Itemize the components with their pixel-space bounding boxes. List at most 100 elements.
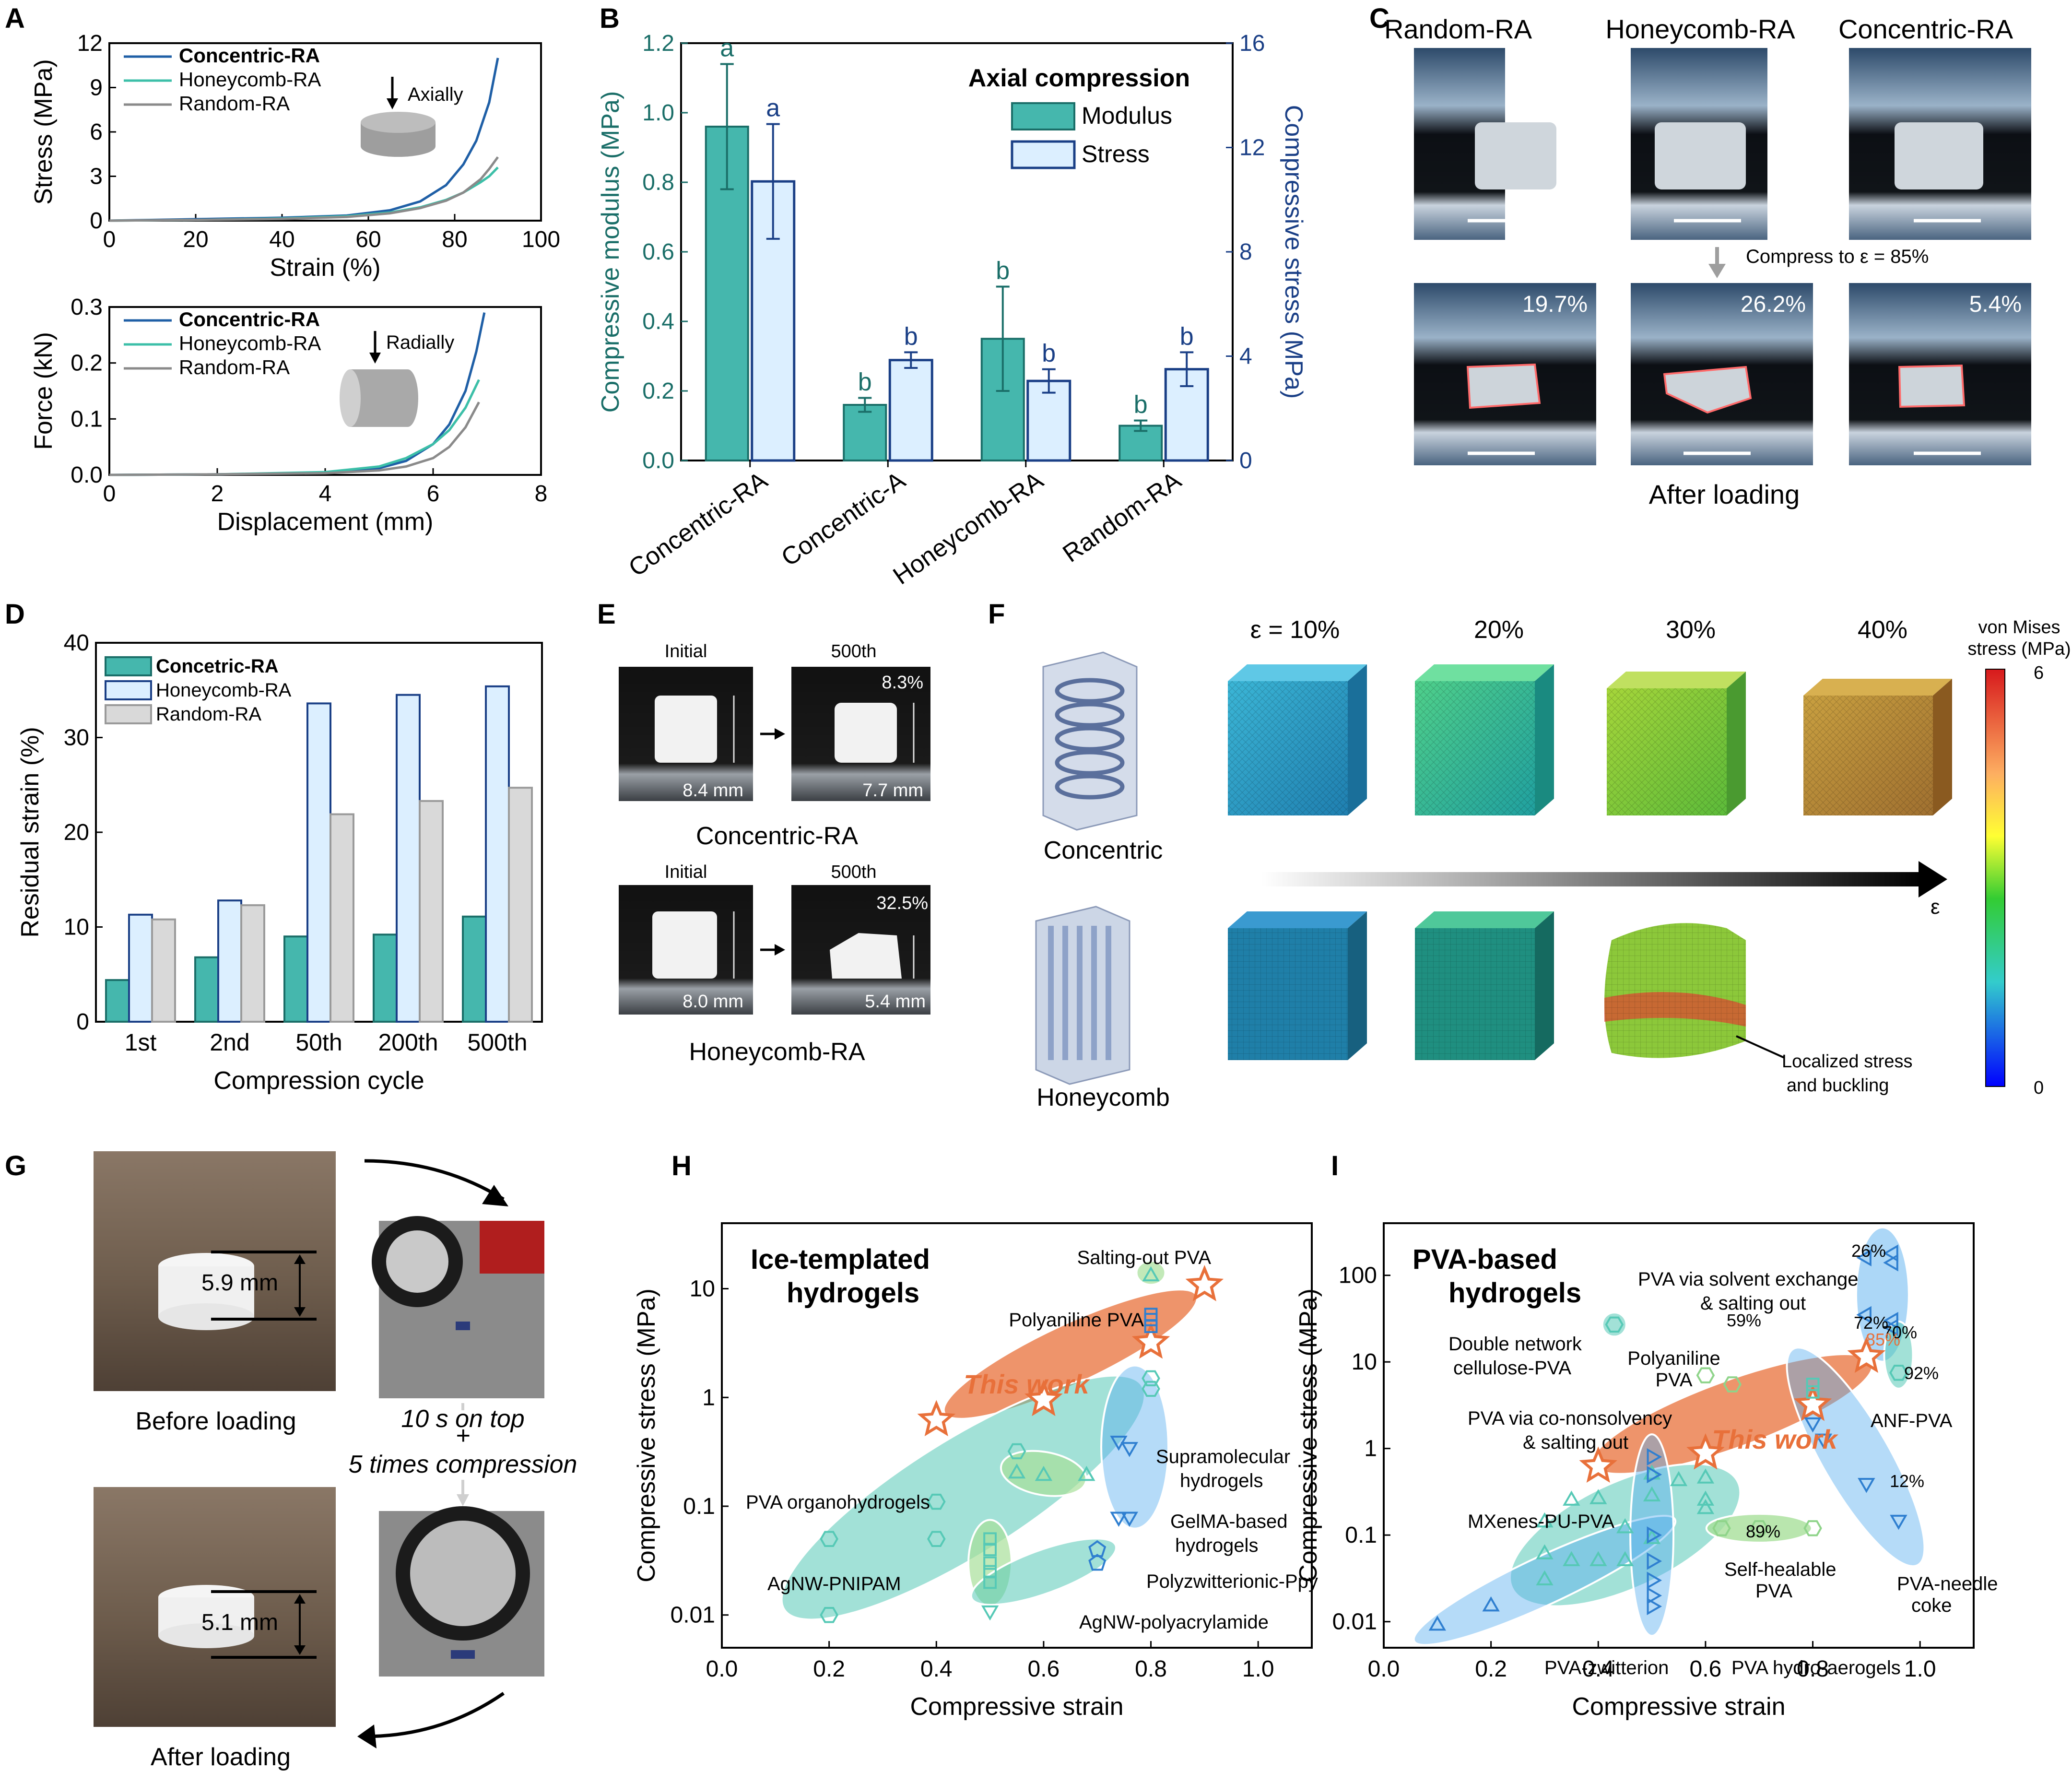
marker-star xyxy=(1686,1433,1725,1470)
y-axis-label: Residual strain (%) xyxy=(16,727,44,937)
y-tick-label: 0.8 xyxy=(642,170,674,195)
legend-label: Honeycomb-RA xyxy=(156,680,292,701)
colorbar-max: 6 xyxy=(2034,663,2044,683)
significance-letter: b xyxy=(996,257,1010,285)
panel-f-simulation: ε = 10% 20% 30% 40% Concentric ε xyxy=(1035,616,2071,1111)
x-tick-label: 0.4 xyxy=(920,1656,953,1682)
marker-star xyxy=(917,1400,956,1437)
marker-hexagon xyxy=(820,1607,838,1623)
x-tick-label: 2nd xyxy=(210,1029,249,1056)
bar-stress xyxy=(1026,379,1071,462)
marker-triangle xyxy=(1035,1465,1053,1481)
y-tick-label: 100 xyxy=(1339,1263,1377,1288)
y-tick-label: 0.01 xyxy=(1332,1609,1377,1635)
marker-hexagon xyxy=(1696,1367,1715,1383)
x-tick-label: 0.0 xyxy=(706,1656,738,1682)
compress-label: Compress to ε = 85% xyxy=(1746,246,1929,267)
x-tick-label: 100 xyxy=(522,227,560,252)
marker-triangle xyxy=(1428,1615,1447,1631)
marker-pentagon xyxy=(1088,1540,1107,1557)
legend-label: Random-RA xyxy=(156,704,261,725)
y-tick-label: 6 xyxy=(90,119,103,145)
marker-triangle-left xyxy=(1883,1254,1898,1272)
panel-letter-e: E xyxy=(597,599,616,630)
bar-0 xyxy=(462,915,487,1023)
legend-label: Random-RA xyxy=(179,92,290,115)
c-caption: After loading xyxy=(1649,479,1800,509)
y-tick-label: 40 xyxy=(64,630,89,656)
x-tick-label: 8 xyxy=(535,481,548,507)
chart-inner-title: hydrogels xyxy=(1448,1277,1581,1309)
panel-e-photos: Initial 500th 8.4 mm 8.3% 7.7 mm Concent… xyxy=(619,641,930,1066)
f-honeycomb-label: Honeycomb xyxy=(1036,1084,1169,1111)
annotation-label: 26% xyxy=(1851,1241,1886,1261)
marker-triangle xyxy=(1142,1266,1160,1282)
marker-star xyxy=(1579,1446,1618,1483)
marker-triangle xyxy=(1482,1596,1500,1612)
panel-letter-a: A xyxy=(5,3,25,34)
g-h-before: 5.9 mm xyxy=(201,1270,278,1296)
x-tick-label: 0.2 xyxy=(813,1656,845,1682)
e-h0-bottom: 8.0 mm xyxy=(683,992,743,1012)
f-concentric-label: Concentric xyxy=(1044,837,1163,864)
significance-letter: a xyxy=(766,94,780,122)
y-axis-label: Compressive modulus (MPa) xyxy=(597,91,624,413)
c-col-random: Random-RA xyxy=(1384,14,1532,44)
marker-star xyxy=(1024,1380,1063,1417)
f-annot-leader xyxy=(1736,1035,1785,1059)
annotation-label: & salting out xyxy=(1523,1432,1628,1453)
sample-e4 xyxy=(830,933,902,979)
marker-hexagon xyxy=(1712,1520,1731,1536)
y-tick-label: 0 xyxy=(90,208,103,234)
panel-letter-g: G xyxy=(5,1150,26,1181)
x-tick-label: 4 xyxy=(319,481,332,507)
y-tick-label: 0.2 xyxy=(71,351,103,376)
annotation-label: MXenes-PU-PVA xyxy=(1468,1511,1614,1532)
y-tick-label: 10 xyxy=(1352,1349,1377,1375)
marker-triangle-down xyxy=(1120,1442,1139,1457)
x-tick-label: Random-RA xyxy=(1058,466,1186,568)
significance-letter: b xyxy=(1134,391,1148,419)
g-before-label: Before loading xyxy=(135,1407,296,1435)
x-tick-label: 0 xyxy=(103,481,116,507)
marker-triangle xyxy=(1670,1471,1688,1487)
bar-modulus xyxy=(843,404,887,461)
plot-frame xyxy=(721,1222,1313,1649)
marker-triangle-down xyxy=(1110,1511,1128,1527)
series-line-1 xyxy=(109,166,499,222)
x-axis-label: Displacement (mm) xyxy=(217,508,434,536)
x-tick-label: Honeycomb-RA xyxy=(888,466,1048,590)
marker-triangle-left xyxy=(1883,1319,1898,1336)
plot-frame xyxy=(1383,1222,1975,1649)
x-axis-label: Compression cycle xyxy=(213,1067,424,1095)
marker-triangle xyxy=(1696,1490,1715,1506)
marker-triangle xyxy=(1536,1544,1554,1559)
f-strain-10: ε = 10% xyxy=(1250,616,1340,644)
y2-tick-label: 16 xyxy=(1239,31,1265,56)
bar-2 xyxy=(330,813,354,1023)
x-tick-label: 1st xyxy=(125,1029,157,1056)
honeycomb-model-icon xyxy=(1035,906,1130,1085)
g-flow-arrow xyxy=(364,1692,505,1738)
cylinder-axial-icon: Axially xyxy=(361,77,463,157)
e-h0-top: 8.4 mm xyxy=(683,780,743,801)
significance-letter: b xyxy=(858,368,872,396)
marker-triangle-right xyxy=(1647,1587,1662,1605)
chart-b: 0.00.20.40.60.81.01.20481216Compressive … xyxy=(597,31,1307,590)
cluster-region xyxy=(1705,1512,1813,1544)
sample-e1 xyxy=(655,696,717,763)
x-tick-label: 0.8 xyxy=(1797,1656,1829,1682)
legend-label: Concentric-RA xyxy=(179,308,320,331)
annotation-label: Polyaniline PVA xyxy=(1009,1310,1144,1331)
annotation-label: Polyzwitterionic-Ppy xyxy=(1146,1571,1318,1592)
panel-c-photos: Random-RA Honeycomb-RA Concentric-RA Com… xyxy=(1384,14,2031,509)
annotation-label: PVA organohydrogels xyxy=(746,1492,930,1513)
c-pct-honeycomb: 26.2% xyxy=(1741,292,1806,317)
x-tick-label: 1.0 xyxy=(1904,1656,1936,1682)
y-tick-label: 1 xyxy=(702,1385,715,1410)
marker-triangle-down xyxy=(1120,1511,1139,1527)
annotation-label: PVA xyxy=(1655,1370,1692,1391)
